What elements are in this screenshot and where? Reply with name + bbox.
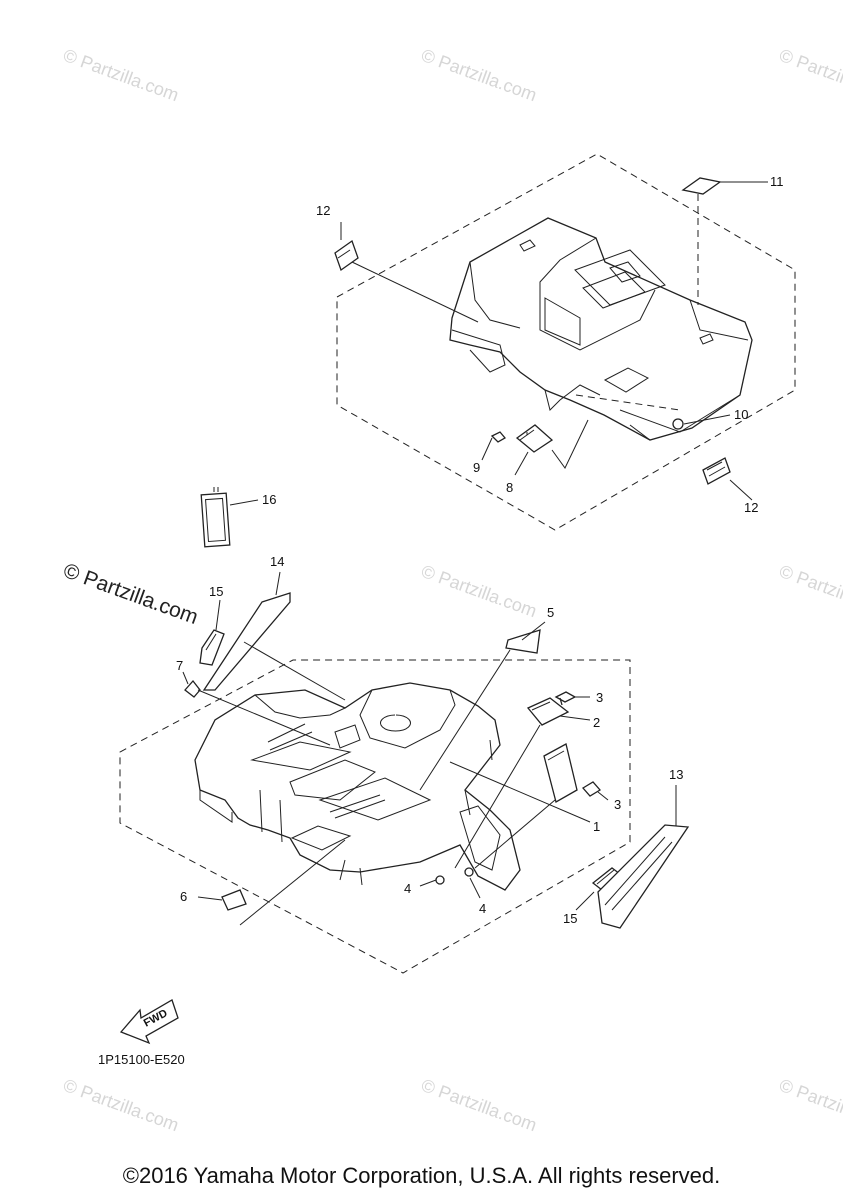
bracket-2 bbox=[526, 697, 570, 726]
watermark: © Partzilla.com bbox=[419, 1075, 540, 1135]
rear-leaders bbox=[340, 181, 768, 501]
cap-7 bbox=[184, 679, 201, 698]
label-11 bbox=[681, 177, 722, 195]
callout-4-right: 4 bbox=[479, 901, 486, 916]
watermark: © Partzilla.com bbox=[61, 1075, 182, 1135]
callout-10: 10 bbox=[734, 407, 748, 422]
callout-13: 13 bbox=[669, 767, 683, 782]
diagram-code: 1P15100-E520 bbox=[98, 1052, 185, 1067]
callout-3-lower: 3 bbox=[614, 797, 621, 812]
fwd-arrow: FWD bbox=[119, 999, 179, 1045]
grommet-4-right bbox=[464, 867, 474, 877]
callout-7: 7 bbox=[176, 658, 183, 673]
front-leaders bbox=[182, 571, 677, 926]
callout-16: 16 bbox=[262, 492, 276, 507]
watermark: © Partzilla.com bbox=[777, 561, 843, 621]
callouts: 11 12 10 9 8 12 16 14 15 5 7 3 2 13 3 1 … bbox=[176, 174, 784, 926]
callout-14: 14 bbox=[270, 554, 284, 569]
rear-fender bbox=[449, 217, 753, 441]
callout-15-left: 15 bbox=[209, 584, 223, 599]
callout-6: 6 bbox=[180, 889, 187, 904]
rear-parts bbox=[334, 177, 731, 485]
watermark: © Partzilla.com bbox=[777, 1075, 843, 1135]
label-12-lower bbox=[702, 457, 731, 485]
watermark-dark: © Partzilla.com bbox=[60, 559, 201, 629]
callout-1: 1 bbox=[593, 819, 600, 834]
plate-8 bbox=[515, 424, 554, 453]
clip-3-upper bbox=[554, 691, 577, 703]
decal-5 bbox=[505, 629, 541, 654]
clip-3-lower bbox=[581, 781, 602, 797]
grommet-10 bbox=[672, 418, 684, 430]
callout-12-lower: 12 bbox=[744, 500, 758, 515]
callout-5: 5 bbox=[547, 605, 554, 620]
front-fender-group-box bbox=[119, 659, 631, 974]
callout-12-upper: 12 bbox=[316, 203, 330, 218]
watermark-group: © Partzilla.com © Partzilla.com © Partzi… bbox=[60, 45, 843, 1135]
decal-13 bbox=[597, 824, 690, 929]
fwd-arrow-icon bbox=[119, 999, 179, 1045]
grommet-4-left bbox=[435, 875, 445, 885]
front-parts bbox=[184, 592, 690, 929]
watermark: © Partzilla.com bbox=[419, 45, 540, 105]
decal-6 bbox=[221, 889, 247, 911]
callout-3-upper: 3 bbox=[596, 690, 603, 705]
callout-2: 2 bbox=[593, 715, 600, 730]
callout-9: 9 bbox=[473, 460, 480, 475]
copyright-footer: ©2016 Yamaha Motor Corporation, U.S.A. A… bbox=[122, 1163, 721, 1188]
watermark: © Partzilla.com bbox=[419, 561, 540, 621]
bolt-9 bbox=[490, 431, 506, 443]
decal-14 bbox=[202, 592, 291, 691]
label-12-upper bbox=[334, 239, 359, 272]
plate-1 bbox=[543, 743, 578, 803]
watermark: © Partzilla.com bbox=[777, 45, 843, 105]
decal-15-left bbox=[199, 629, 225, 666]
callout-11: 11 bbox=[770, 174, 784, 189]
watermark: © Partzilla.com bbox=[61, 45, 182, 105]
front-fender bbox=[194, 682, 521, 891]
callout-4-left: 4 bbox=[404, 881, 411, 896]
callout-8: 8 bbox=[506, 480, 513, 495]
callout-15-right: 15 bbox=[563, 911, 577, 926]
decal-16 bbox=[200, 487, 259, 548]
